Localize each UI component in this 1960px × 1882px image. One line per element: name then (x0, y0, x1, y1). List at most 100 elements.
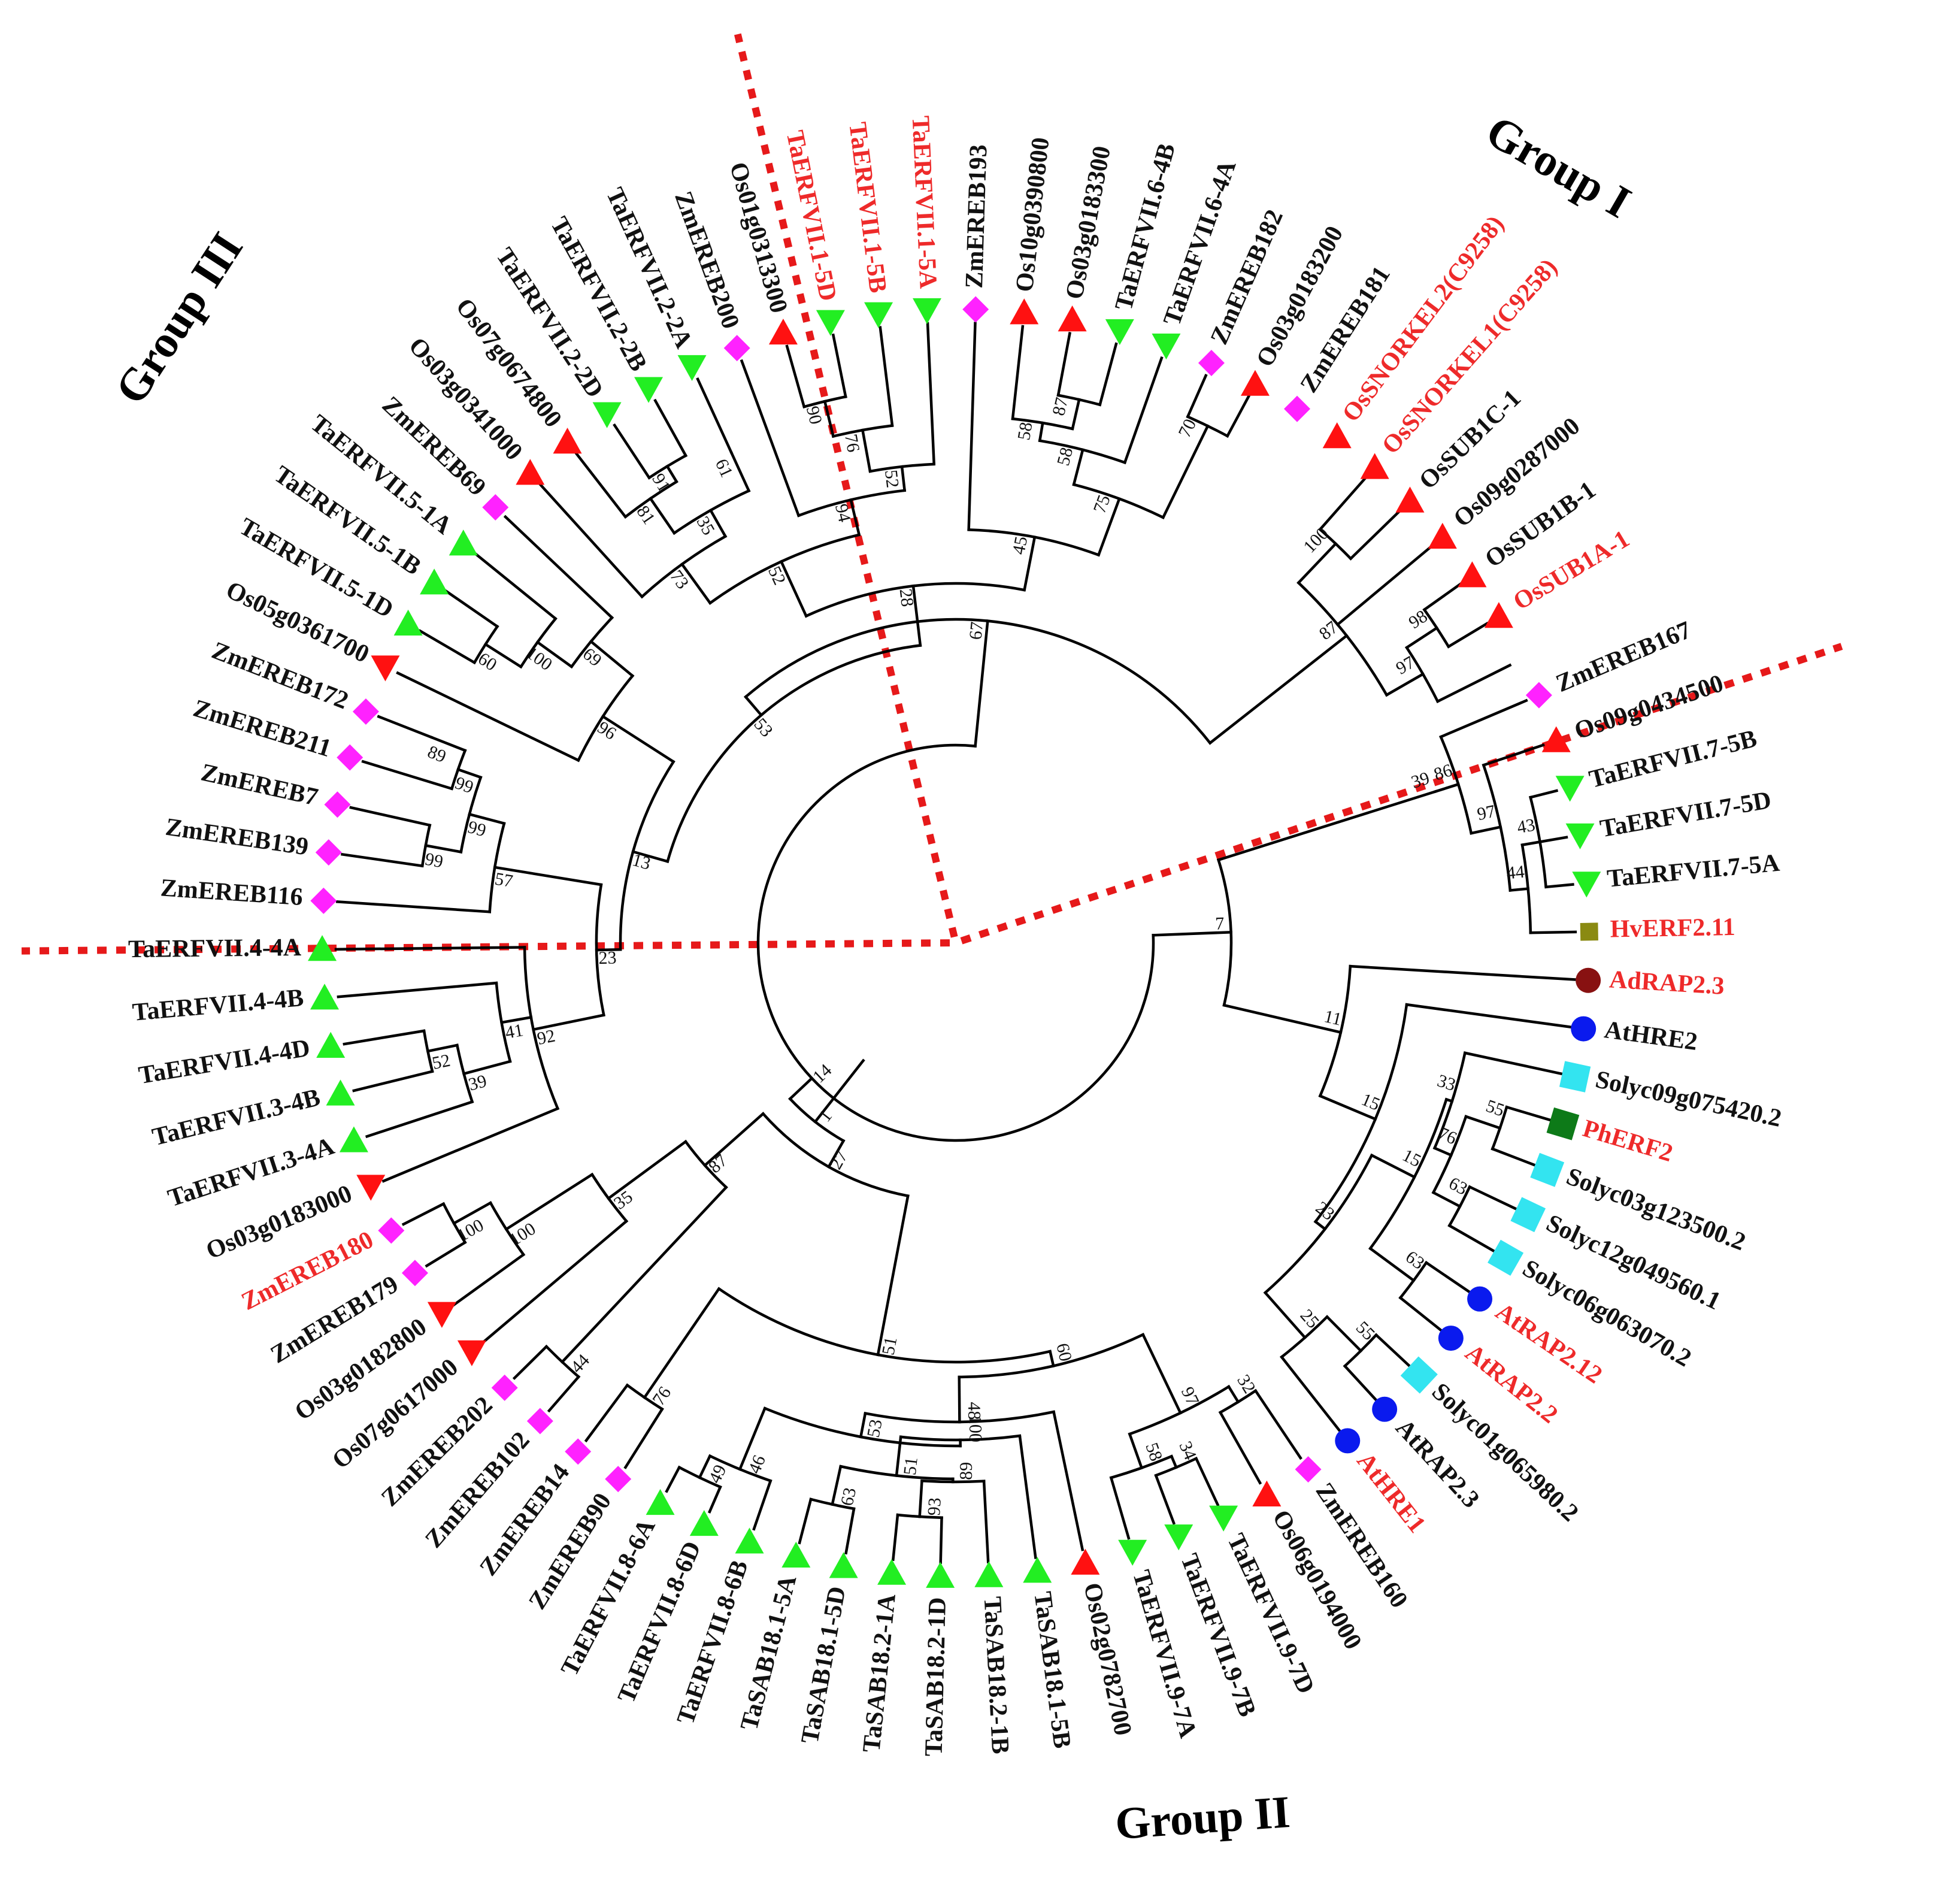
leaf-label: ZmEREB139 (163, 813, 310, 861)
bootstrap-m2: 69 (579, 644, 605, 671)
branch-stem-n7 (665, 464, 678, 484)
branch-leaf-14 (1398, 1296, 1443, 1332)
leaf-label: ZmEREB116 (160, 874, 304, 911)
branch-leaf-40 (401, 1202, 446, 1226)
leaf-marker-78 (1428, 522, 1457, 549)
leaf-marker-36 (491, 1374, 518, 1401)
leaf-marker-14 (1438, 1326, 1464, 1351)
branch-leaf-80 (1446, 621, 1489, 649)
leaf-marker-77 (1395, 486, 1425, 513)
branch-stem-w9 (499, 1015, 533, 1024)
leaf-label: ZmEREB193 (961, 144, 993, 289)
bootstrap-n1: 28 (895, 588, 917, 608)
branch-leaf-43 (352, 1069, 434, 1093)
branch-stem-q2 (1096, 497, 1121, 557)
branch-stem-s2 (1385, 672, 1425, 697)
leaf-label: Os01g0313300 (724, 159, 793, 316)
leaf-marker-56 (482, 494, 509, 521)
branch-leaf-47 (335, 900, 492, 913)
bootstrap-n8: 94 (831, 502, 855, 524)
leaf-marker-45 (310, 984, 340, 1010)
leaf-label: HvERF2.11 (1610, 913, 1735, 943)
branch-stem-n8 (849, 498, 861, 537)
group-divider-1 (734, 33, 958, 938)
branch-leaf-60 (653, 398, 688, 458)
bootstrap-n3: 73 (666, 567, 692, 593)
branch-leaf-33 (623, 1407, 664, 1469)
branch-stem-g3a3 (1128, 1432, 1144, 1470)
branch-leaf-63 (785, 344, 806, 409)
bootstrap-w11: 52 (431, 1051, 452, 1073)
leaf-label: TaERFVII.1-5B (843, 120, 892, 294)
branch-leaf-21 (1154, 1473, 1176, 1525)
leaf-label: TaSAB18.2-1B (979, 1596, 1014, 1754)
leaf-label: TaERFVII.1-5A (907, 115, 942, 289)
branch-stem-w8 (424, 843, 463, 854)
leaf-marker-15 (1400, 1356, 1438, 1394)
bootstrap-g3b4: 89 (956, 1462, 976, 1480)
leaf-marker-29 (781, 1541, 811, 1568)
bootstrap-g3b3: 51 (900, 1456, 922, 1476)
leaf-marker-57 (516, 459, 545, 485)
branch-stem-gr (788, 1076, 814, 1101)
leaf-marker-23 (1071, 1548, 1100, 1575)
branch-stem-g3d (643, 1287, 721, 1400)
leaf-label: Solyc09g075420.2 (1593, 1066, 1784, 1133)
branch-stem-g1p (1508, 887, 1530, 892)
leaf-marker-19 (1252, 1480, 1282, 1506)
branch-leaf-35 (547, 1375, 581, 1413)
branch-stem-m2 (589, 639, 635, 678)
leaf-label: TaSAB18.1-5A (735, 1572, 802, 1733)
leaf-marker-74 (1284, 395, 1311, 422)
bootstrap-g3a: 60 (1052, 1341, 1076, 1363)
leaf-marker-55 (449, 529, 478, 556)
branch-leaf-68 (1011, 325, 1025, 420)
branch-stem-w4 (493, 866, 603, 886)
leaf-marker-1 (1541, 726, 1571, 752)
bootstrap-g3b1: 100 (965, 1415, 985, 1442)
leaf-label: TaERFVII.4-4D (137, 1034, 312, 1090)
branch-stem-n6 (729, 450, 751, 493)
leaf-marker-3 (1565, 823, 1595, 849)
leaf-marker-61 (677, 355, 707, 382)
bootstrap-gp: 53 (750, 715, 777, 741)
leaf-label: ZmEREB211 (190, 695, 334, 763)
leaf-marker-40 (378, 1217, 405, 1244)
branch-leaf-57 (537, 482, 644, 599)
branch-stem-w2 (595, 948, 622, 952)
branch-leaf-2 (1529, 789, 1559, 799)
branch-leaf-64 (831, 333, 847, 398)
leaf-marker-37 (457, 1340, 486, 1366)
branch-leaf-37 (480, 1219, 629, 1345)
branch-leaf-18 (1253, 1388, 1302, 1460)
group-label-ii: Group II (1114, 1787, 1292, 1849)
leaf-marker-51 (352, 698, 379, 725)
leaf-marker-33 (605, 1466, 632, 1493)
branch-leaf-20 (1194, 1457, 1220, 1507)
branch-leaf-53 (418, 629, 477, 665)
branch-stem-w7 (429, 736, 467, 752)
branch-stem-g3a (1048, 1350, 1055, 1368)
branch-leaf-39 (425, 1240, 467, 1268)
leaf-label: TaSAB18.1-5B (1028, 1590, 1076, 1750)
leaf-marker-75 (1322, 422, 1352, 449)
bootstrap-g3: 51 (878, 1335, 901, 1357)
leaf-label: Os03g0183300 (1061, 144, 1116, 301)
group-label-iii: Group III (105, 224, 253, 413)
leaf-marker-52 (371, 655, 400, 682)
branch-leaf-15 (1374, 1333, 1411, 1368)
branch-leaf-36 (512, 1344, 549, 1380)
leaf-label: TaSAB18.1-5D (796, 1584, 851, 1746)
leaf-marker-59 (592, 402, 622, 428)
leaf-marker-31 (689, 1509, 719, 1536)
leaf-marker-20 (1209, 1505, 1238, 1532)
leaf-marker-25 (974, 1561, 1004, 1587)
branch-stem-w3 (532, 1013, 605, 1031)
branch-leaf-54 (443, 589, 499, 629)
leaf-marker-50 (337, 744, 363, 771)
branch-leaf-79 (1422, 582, 1463, 612)
branch-stem-m1 (601, 714, 675, 764)
leaf-marker-66 (913, 298, 942, 325)
bootstrap-q6: 87 (1049, 396, 1072, 418)
leaf-label: TaERFVII.7-5D (1598, 786, 1774, 843)
